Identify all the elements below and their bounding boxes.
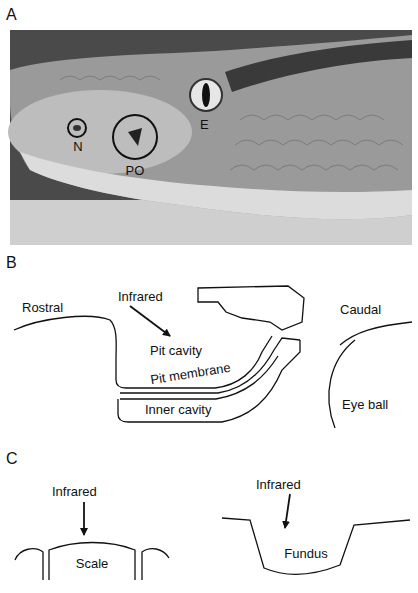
- part-label: Pit membrane: [149, 360, 231, 387]
- node-label: N: [73, 139, 82, 154]
- scale-outline: Scale: [15, 540, 170, 582]
- radiation-label: Infrared: [118, 289, 163, 304]
- panel-letter: B: [6, 254, 17, 272]
- part-label: Inner cavity: [145, 402, 211, 417]
- radiation-label: Infrared: [256, 477, 301, 492]
- part-label: Pit cavity: [150, 343, 202, 358]
- panel-letter: A: [6, 6, 17, 24]
- node-label: Fundus: [284, 546, 327, 561]
- direction-label: Caudal: [340, 302, 381, 317]
- node-outline: [222, 510, 412, 580]
- photo-label: E: [200, 117, 209, 132]
- infrared-arrow: [130, 306, 170, 336]
- infrared-arrow: [83, 502, 85, 535]
- direction-label: Rostral: [22, 300, 63, 315]
- nostril-circle: N: [65, 117, 89, 155]
- node-label: PO: [126, 163, 145, 178]
- node-label: Scale: [76, 556, 109, 571]
- part-label: Eye ball: [342, 397, 388, 412]
- panel-letter: C: [6, 450, 18, 468]
- fundus-outline: Fundus: [222, 510, 412, 580]
- pit-organ-section: [14, 286, 412, 428]
- radiation-label: Infrared: [52, 484, 97, 499]
- infrared-arrow: [285, 494, 290, 528]
- snake-photo: [8, 30, 412, 245]
- pit-organ-circle: PO: [111, 114, 159, 180]
